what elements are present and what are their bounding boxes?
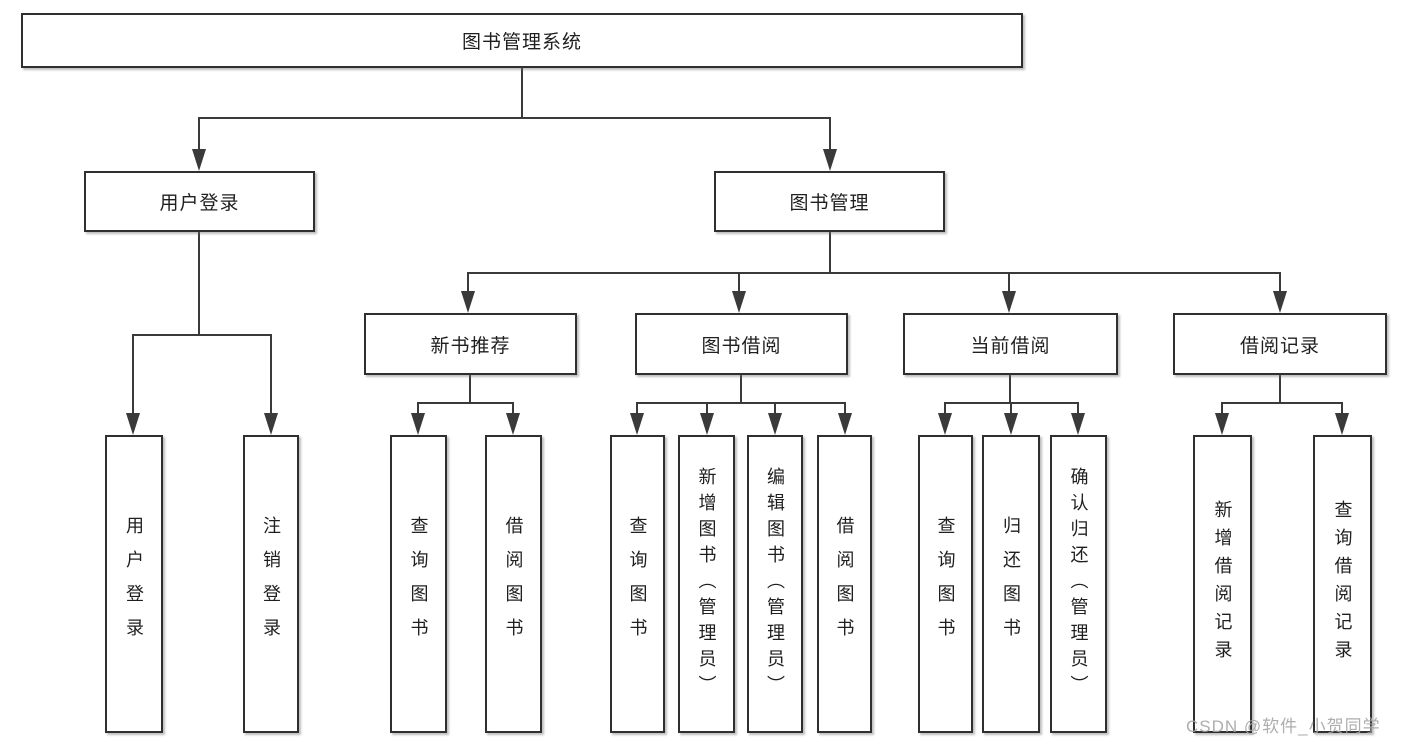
leaf-query-books-current: 查询图书 xyxy=(918,435,973,733)
leaf-borrow-books-recommend: 借阅图书 xyxy=(485,435,542,733)
connector-book-borrow-to-leaves xyxy=(630,375,852,435)
connector-new-book-recommend-to-leaves xyxy=(411,375,520,435)
node-new-book-recommend-label: 新书推荐 xyxy=(430,335,511,357)
node-root-label: 图书管理系统 xyxy=(461,32,582,53)
leaf-add-book-admin-label: 新增图书（管理员） xyxy=(696,467,717,701)
leaf-query-books-borrow: 查询图书 xyxy=(610,435,665,733)
connector-current-borrow-to-leaves xyxy=(938,375,1085,435)
node-book-management-label: 图书管理 xyxy=(789,193,870,214)
leaf-add-borrow-record: 新增借阅记录 xyxy=(1193,435,1252,733)
leaf-add-book-admin: 新增图书（管理员） xyxy=(678,435,735,733)
leaf-confirm-return-admin-label: 确认归还（管理员） xyxy=(1068,467,1089,701)
node-current-borrow: 当前借阅 xyxy=(903,313,1118,375)
connector-root-to-level2 xyxy=(192,68,837,171)
node-borrow-records-label: 借阅记录 xyxy=(1239,335,1320,357)
leaf-user-login: 用户登录 xyxy=(105,435,163,733)
node-borrow-records: 借阅记录 xyxy=(1173,313,1387,375)
node-user-login-label: 用户登录 xyxy=(159,193,240,214)
csdn-watermark: CSDN @软件_小贺同学 xyxy=(1186,717,1381,736)
leaf-borrow-books-recommend-label: 借阅图书 xyxy=(503,516,524,652)
leaf-edit-book-admin-label: 编辑图书（管理员） xyxy=(765,467,785,701)
leaf-return-book-label: 归还图书 xyxy=(1001,516,1021,652)
leaf-user-login-label: 用户登录 xyxy=(124,516,144,652)
node-book-borrow: 图书借阅 xyxy=(635,313,848,375)
leaf-query-books-borrow-label: 查询图书 xyxy=(627,516,648,652)
connector-book-management-to-level3 xyxy=(461,232,1287,313)
node-book-management: 图书管理 xyxy=(714,171,945,232)
leaf-borrow-books: 借阅图书 xyxy=(817,435,872,733)
leaf-query-books-recommend: 查询图书 xyxy=(390,435,447,733)
leaf-edit-book-admin: 编辑图书（管理员） xyxy=(747,435,803,733)
leaf-logout-label: 注销登录 xyxy=(261,516,281,652)
leaf-return-book: 归还图书 xyxy=(982,435,1040,733)
connector-user-login-to-leaves xyxy=(126,232,278,435)
node-current-borrow-label: 当前借阅 xyxy=(970,335,1051,357)
leaf-add-borrow-record-label: 新增借阅记录 xyxy=(1212,500,1233,668)
node-new-book-recommend: 新书推荐 xyxy=(364,313,577,375)
leaf-logout: 注销登录 xyxy=(243,435,299,733)
leaf-query-borrow-record: 查询借阅记录 xyxy=(1313,435,1372,733)
leaf-confirm-return-admin: 确认归还（管理员） xyxy=(1050,435,1107,733)
node-book-borrow-label: 图书借阅 xyxy=(701,335,782,357)
connector-borrow-records-to-leaves xyxy=(1215,375,1349,435)
node-root-library-system: 图书管理系统 xyxy=(21,13,1023,68)
leaf-query-books-recommend-label: 查询图书 xyxy=(408,516,429,652)
leaf-borrow-books-label: 借阅图书 xyxy=(834,516,855,652)
node-user-login: 用户登录 xyxy=(84,171,315,232)
leaf-query-borrow-record-label: 查询借阅记录 xyxy=(1332,500,1353,668)
leaf-query-books-current-label: 查询图书 xyxy=(935,516,956,652)
